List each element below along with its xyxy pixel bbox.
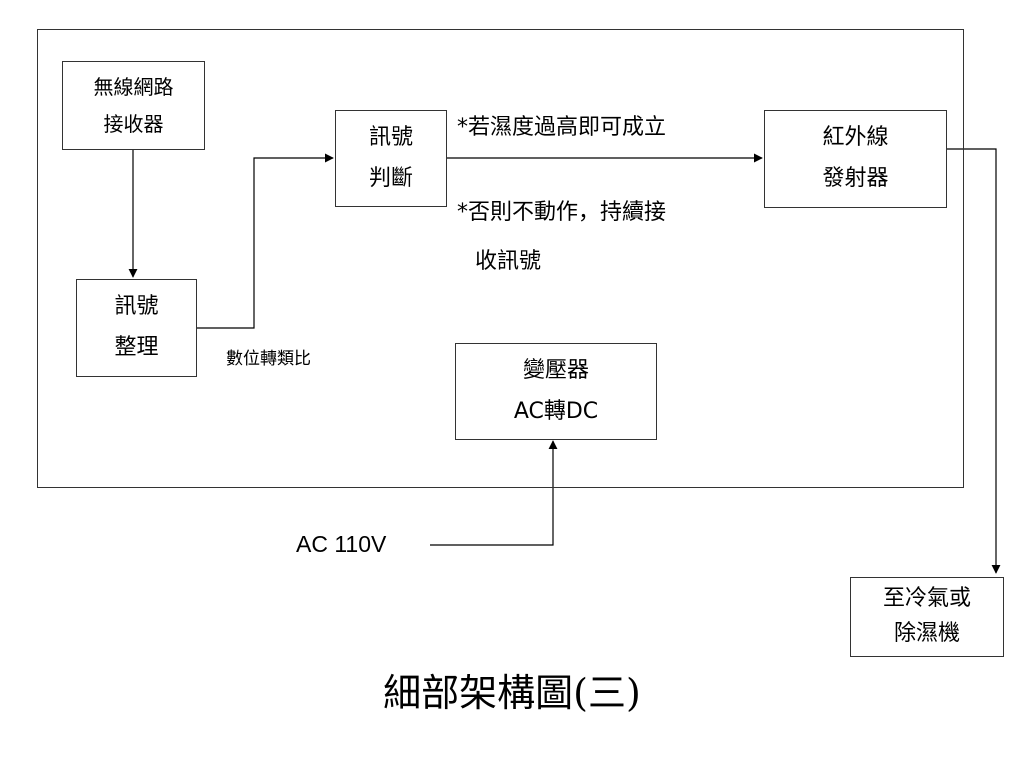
adc-label: 數位轉類比 (226, 349, 311, 369)
wireless-receiver-box: 無線網路 接收器 (62, 61, 205, 150)
signal-processing-line-2: 整理 (114, 335, 159, 361)
condition-true-label: *若濕度過高即可成立 (457, 115, 667, 140)
target-device-line-2: 除濕機 (893, 621, 960, 647)
condition-false-label-line-2: 收訊號 (475, 249, 542, 274)
condition-false-label-line-1: *否則不動作，持續接 (457, 200, 667, 225)
transformer-line-2: AC轉DC (513, 398, 599, 424)
target-device-line-1: 至冷氣或 (882, 586, 971, 612)
wireless-receiver-line-1: 無線網路 (93, 75, 174, 99)
power-input-label: AC 110V (296, 531, 387, 557)
diagram-title: 細部架構圖(三) (383, 671, 641, 715)
signal-judgment-line-2: 判斷 (368, 165, 413, 191)
edge-processing-to-judgment (197, 153, 334, 329)
signal-judgment-box: 訊號 判斷 (335, 110, 447, 207)
wireless-receiver-line-2: 接收器 (103, 112, 164, 136)
target-device-box: 至冷氣或 除濕機 (850, 577, 1004, 657)
signal-processing-box: 訊號 整理 (76, 279, 197, 377)
ir-emitter-line-2: 發射器 (822, 166, 889, 192)
edge-power-to-transformer (430, 440, 558, 546)
ir-emitter-line-1: 紅外線 (822, 125, 889, 151)
system-frame (37, 29, 964, 488)
transformer-line-1: 變壓器 (522, 358, 589, 384)
ir-emitter-box: 紅外線 發射器 (764, 110, 947, 208)
signal-processing-line-1: 訊號 (114, 294, 159, 320)
transformer-box: 變壓器 AC轉DC (455, 343, 657, 440)
signal-judgment-line-1: 訊號 (368, 125, 413, 151)
